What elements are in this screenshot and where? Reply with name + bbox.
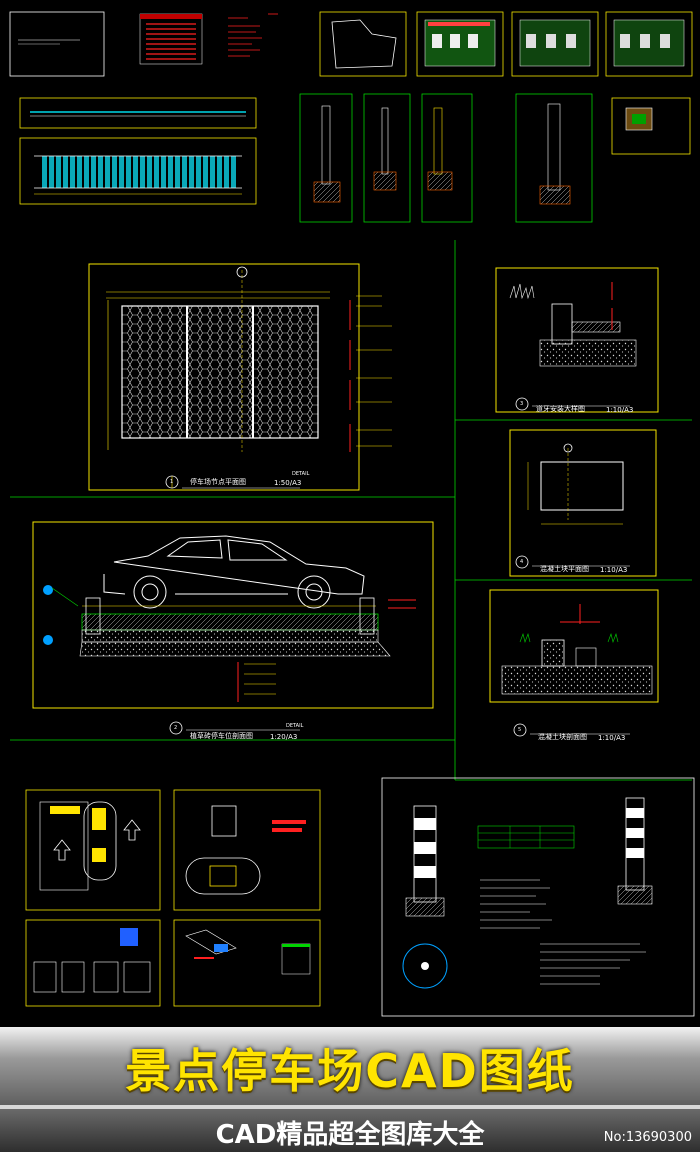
banner-subtitle: CAD精品超全图库大全	[215, 1120, 485, 1150]
concrete-block-section	[489, 589, 659, 737]
wall-sections	[299, 93, 691, 223]
cad-drawing-sheet	[9, 11, 695, 1017]
parking-node-plan-number: 1	[170, 479, 174, 485]
curb-detail-number: 3	[520, 401, 524, 407]
parking-node-plan	[88, 263, 392, 491]
grass-paver-section-detail: DETAIL	[286, 723, 304, 729]
concrete-block-plan	[509, 429, 657, 577]
banner-title: 景点停车场CAD图纸	[125, 1044, 575, 1098]
drawing-index-table	[139, 13, 278, 65]
promo-banner: 景点停车场CAD图纸 CAD精品超全图库大全 No:13690300	[0, 1027, 700, 1152]
car-outline	[103, 535, 365, 609]
bollard-drawings	[381, 777, 695, 1017]
grass-paver-section-title: 植草砖停车位剖面图	[190, 732, 253, 740]
banner-separator	[0, 1105, 700, 1109]
parking-node-plan-title: 停车场节点平面图	[190, 478, 246, 486]
site-plan-thumbnails	[416, 11, 693, 77]
concrete-block-section-number: 5	[518, 727, 522, 733]
grass-paver-section-number: 2	[174, 725, 178, 731]
concrete-block-plan-number: 4	[520, 559, 524, 565]
fence-elevations	[19, 97, 257, 205]
curb-detail-scale: 1:10/A3	[606, 406, 634, 414]
concrete-block-plan-title: 混凝土块平面图	[540, 565, 589, 573]
grass-paver-section	[32, 521, 434, 735]
concrete-block-section-scale: 1:10/A3	[598, 734, 626, 742]
bollard-elevation-left	[402, 805, 448, 989]
bollard-elevation-right	[617, 797, 653, 905]
concrete-block-plan-scale: 1:10/A3	[600, 566, 628, 574]
bollard-spec-table	[477, 825, 646, 985]
curb-detail	[495, 267, 659, 413]
curb-detail-title: 道牙安装大样图	[536, 405, 585, 413]
banner-subtitle-band: CAD精品超全图库大全 No:13690300	[0, 1109, 700, 1152]
top-row-drawings	[9, 11, 693, 77]
concrete-block-section-title: 混凝土块剖面图	[538, 733, 587, 741]
parking-node-plan-scale: 1:50/A3	[274, 479, 302, 487]
parking-node-plan-detail: DETAIL	[292, 471, 310, 477]
banner-title-band: 景点停车场CAD图纸	[0, 1027, 700, 1105]
grass-paver-section-scale: 1:20/A3	[270, 733, 298, 741]
image-number: No:13690300	[603, 1130, 692, 1145]
sheet-dividers	[10, 240, 692, 781]
bottom-small-drawings	[25, 789, 321, 1007]
